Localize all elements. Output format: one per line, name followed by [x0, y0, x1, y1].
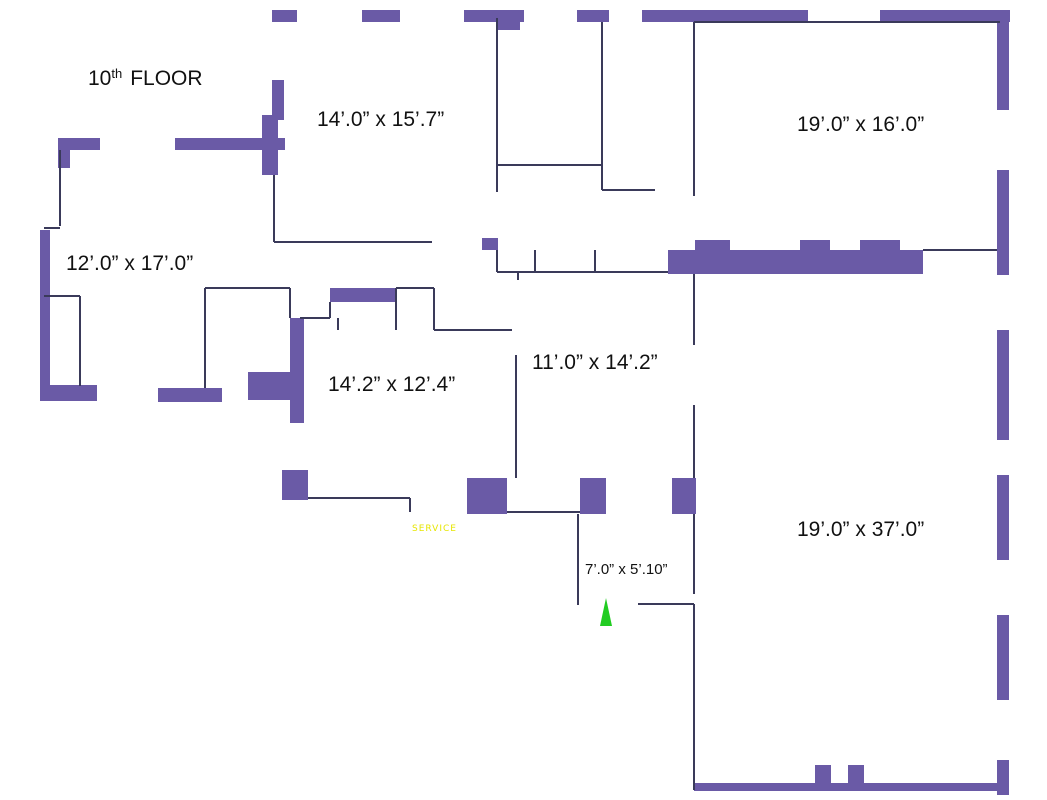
walls: [40, 10, 1010, 795]
wall-segment: [272, 10, 297, 22]
wall-segment: [672, 478, 696, 514]
wall-segment: [482, 238, 498, 250]
wall-segment: [40, 230, 50, 400]
room-dimension-label: 19’.0” x 37’.0”: [797, 518, 924, 541]
wall-segment: [362, 10, 400, 22]
room-dimension-label: 14’.2” x 12’.4”: [328, 373, 455, 396]
wall-segment: [694, 783, 1009, 791]
wall-segment: [997, 10, 1009, 110]
wall-segment: [175, 138, 285, 150]
wall-segment: [282, 470, 308, 500]
floor-suffix: th: [111, 66, 122, 81]
floor-title: 10th FLOOR: [88, 66, 203, 90]
wall-segment: [800, 240, 830, 252]
room-dimension-label: 7’.0” x 5’.10”: [585, 561, 668, 578]
entry-arrow-icon: [600, 598, 612, 626]
wall-segment: [860, 240, 900, 252]
wall-segment: [580, 478, 606, 514]
wall-segment: [997, 170, 1009, 275]
wall-segment: [330, 288, 396, 302]
wall-segment: [815, 765, 831, 785]
wall-segment: [642, 10, 808, 22]
wall-segment: [272, 80, 284, 120]
wall-segment: [158, 388, 222, 402]
wall-segment: [40, 385, 97, 401]
wall-segment: [668, 250, 923, 274]
room-dimension-label: 11’.0” x 14’.2”: [532, 351, 658, 374]
room-dimension-label: 14’.0” x 15’.7”: [317, 108, 444, 131]
floor-number: 10: [88, 67, 111, 90]
wall-segment: [496, 18, 520, 30]
floor-word: FLOOR: [130, 67, 202, 90]
service-label: SERVICE: [412, 524, 457, 534]
wall-segment: [880, 10, 1010, 22]
wall-segment: [577, 10, 609, 22]
room-dimension-label: 19’.0” x 16’.0”: [797, 113, 924, 136]
room-dimension-label: 12’.0” x 17’.0”: [66, 252, 193, 275]
wall-segment: [248, 372, 298, 400]
interior-lines: [44, 18, 1000, 790]
wall-segment: [997, 330, 1009, 440]
wall-segment: [467, 478, 507, 514]
wall-segment: [997, 615, 1009, 700]
wall-segment: [695, 240, 730, 252]
wall-segment: [997, 475, 1009, 560]
wall-segment: [290, 318, 304, 423]
wall-segment: [848, 765, 864, 785]
wall-segment: [262, 115, 278, 175]
